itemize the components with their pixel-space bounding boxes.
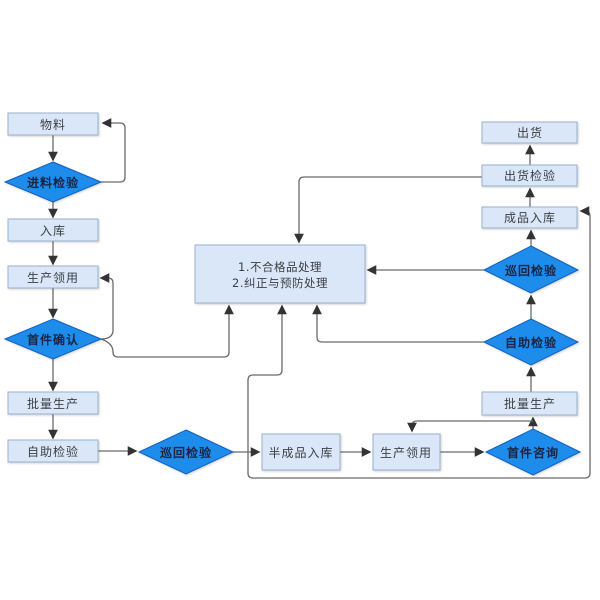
node-batch-production-2-shape <box>481 391 578 416</box>
node-incoming-inspection: 进料检验 <box>3 161 103 203</box>
edge-consult-loop-to-prodreq2 <box>407 420 533 433</box>
node-batch-production-label: 批量生产 <box>27 396 79 411</box>
node-first-article-confirm-shape <box>3 318 103 360</box>
edge-bottom-feedback <box>247 206 591 479</box>
node-self-inspection-2: 自助检验 <box>482 318 580 366</box>
node-nonconforming-line1: 1.不合格品处理 <box>238 260 322 274</box>
node-batch-production-shape <box>7 391 99 415</box>
node-finished-goods-in: 成品入库 <box>481 206 578 229</box>
node-finished-goods-in-label: 成品入库 <box>504 210 556 225</box>
node-warehouse-in-shape <box>7 218 99 242</box>
node-semi-finished-in-label: 半成品入库 <box>268 445 333 460</box>
node-production-requisition-2-shape <box>372 433 441 471</box>
node-first-article-confirm-label: 首件确认 <box>27 332 79 347</box>
node-self-inspection-shape <box>7 439 99 463</box>
nodes: 物料 进料检验 入库 生产领用 首件确认 批量生产 自助检验 巡 <box>3 112 582 476</box>
node-semi-finished-in-shape <box>261 433 341 471</box>
node-first-article-consult-label: 首件咨询 <box>507 445 559 460</box>
node-patrol-inspection-shape <box>137 429 235 475</box>
node-patrol-inspection-label: 巡回检验 <box>160 445 212 460</box>
node-patrol-inspection-2: 巡回检验 <box>482 245 580 294</box>
node-nonconforming-handling: 1.不合格品处理 2.纠正与预防处理 <box>194 244 366 304</box>
node-patrol-inspection: 巡回检验 <box>137 429 235 475</box>
node-material-shape <box>7 112 99 136</box>
node-production-requisition-2-label: 生产领用 <box>380 446 432 460</box>
node-self-inspection-2-label: 自助检验 <box>505 335 557 350</box>
node-self-inspection-label: 自助检验 <box>27 444 79 459</box>
node-nonconforming-handling-shape <box>194 244 366 304</box>
connectors <box>48 118 591 479</box>
node-production-requisition-2: 生产领用 <box>372 433 441 471</box>
node-batch-production-2: 批量生产 <box>481 391 578 416</box>
edge-shipinsp-to-nonconforming <box>294 176 482 244</box>
node-semi-finished-in: 半成品入库 <box>261 433 341 471</box>
node-first-article-consult: 首件咨询 <box>484 428 582 476</box>
node-batch-production: 批量生产 <box>7 391 99 415</box>
node-first-article-consult-shape <box>484 428 582 476</box>
edge-firstconfirm-to-nonconforming <box>100 304 234 358</box>
node-warehouse-in-label: 入库 <box>40 223 66 238</box>
node-finished-goods-in-shape <box>481 206 578 229</box>
node-warehouse-in: 入库 <box>7 218 99 242</box>
node-nonconforming-line2: 2.纠正与预防处理 <box>232 276 328 290</box>
node-patrol-inspection-2-label: 巡回检验 <box>505 263 557 278</box>
node-patrol-inspection-2-shape <box>482 245 580 294</box>
node-material: 物料 <box>7 112 99 136</box>
node-production-requisition-label: 生产领用 <box>27 271 79 285</box>
node-incoming-inspection-label: 进料检验 <box>27 175 79 190</box>
node-shipment-inspection-label: 出货检验 <box>504 168 556 183</box>
node-shipment-label: 出货 <box>517 125 543 140</box>
node-material-label: 物料 <box>40 118 66 132</box>
edge-self2-to-nonconforming <box>312 304 484 343</box>
node-production-requisition-shape <box>7 265 99 289</box>
node-production-requisition: 生产领用 <box>7 265 99 289</box>
node-self-inspection: 自助检验 <box>7 439 99 463</box>
node-shipment-inspection-shape <box>481 164 578 187</box>
node-shipment: 出货 <box>481 121 578 144</box>
edge-incoming-loop-to-material <box>101 118 126 183</box>
node-self-inspection-2-shape <box>482 318 580 366</box>
node-shipment-shape <box>481 121 578 144</box>
edge-firstconfirm-loop-to-prodreq <box>99 273 114 340</box>
node-batch-production-2-label: 批量生产 <box>504 396 556 411</box>
node-shipment-inspection: 出货检验 <box>481 164 578 187</box>
node-first-article-confirm: 首件确认 <box>3 318 103 360</box>
node-incoming-inspection-shape <box>3 161 103 203</box>
